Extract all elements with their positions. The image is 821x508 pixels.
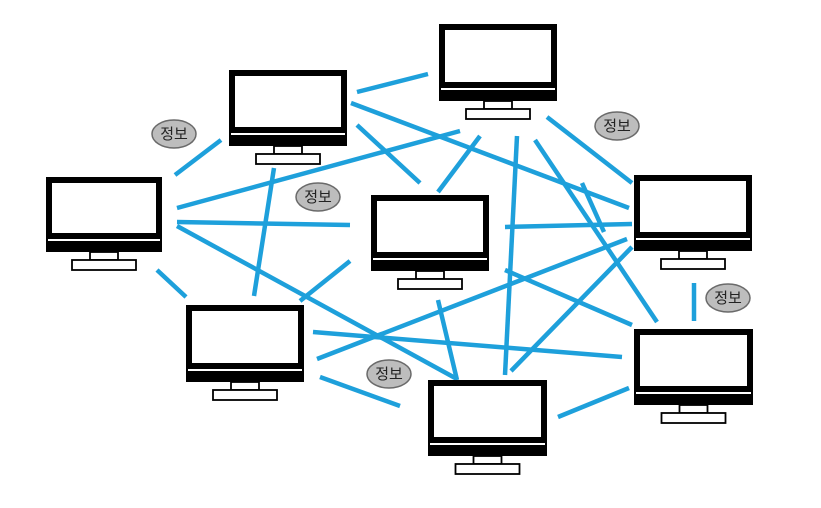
network-link (316, 236, 628, 362)
monitor-neck (89, 251, 119, 261)
info-bubble-label: 정보 (603, 117, 631, 135)
computer-monitor-2 (439, 24, 557, 120)
monitor-base (660, 412, 727, 424)
network-link (155, 268, 188, 299)
computer-monitor-3 (46, 177, 162, 271)
monitor-screen (377, 201, 483, 252)
monitor-bezel-line (373, 258, 487, 260)
network-link (173, 138, 223, 177)
monitor-bezel-line (636, 238, 750, 240)
monitor-base (212, 389, 278, 401)
monitor-screen (445, 30, 551, 82)
info-bubble-5: 정보 (366, 359, 412, 389)
monitor-screen (434, 386, 541, 437)
network-link (175, 224, 459, 381)
info-bubble-2: 정보 (594, 111, 640, 141)
network-link (435, 299, 460, 381)
monitor-neck (678, 404, 709, 414)
network-link (319, 374, 401, 409)
network-link (251, 167, 277, 297)
monitor-bezel-line (231, 133, 345, 135)
network-link (298, 259, 352, 303)
monitor-base (454, 463, 521, 475)
monitor-bezel-line (636, 392, 751, 394)
info-bubble-4: 정보 (705, 283, 751, 313)
network-link (436, 134, 482, 194)
monitor-base (71, 259, 137, 271)
monitor-screen (640, 335, 747, 386)
computer-monitor-6 (186, 305, 304, 401)
network-link (579, 182, 607, 233)
info-bubble-label: 정보 (714, 289, 742, 307)
network-link (312, 329, 623, 360)
monitor-screen (52, 183, 156, 233)
monitor-base (465, 108, 531, 120)
network-link (350, 100, 630, 211)
computer-monitor-4 (371, 195, 489, 290)
network-link (502, 135, 520, 376)
monitor-base (660, 258, 726, 270)
monitor-screen (640, 181, 746, 232)
monitor-neck (415, 270, 445, 280)
info-bubble-label: 정보 (375, 365, 403, 383)
monitor-bezel-line (441, 88, 555, 90)
monitor-bezel-line (430, 443, 545, 445)
network-links (155, 71, 697, 420)
monitor-screen (192, 311, 298, 363)
monitor-neck (273, 145, 303, 155)
monitor-screen (235, 76, 341, 127)
info-bubbles: 정보 정보 정보 정보 정보 (151, 111, 751, 389)
computer-monitor-1 (229, 70, 347, 165)
computer-monitor-5 (634, 175, 752, 270)
info-bubble-1: 정보 (151, 119, 197, 149)
computer-nodes (46, 24, 753, 475)
monitor-base (397, 278, 463, 290)
network-link (557, 385, 630, 420)
network-link (504, 221, 633, 230)
network-link (533, 138, 659, 324)
network-link (545, 115, 634, 185)
monitor-base (255, 153, 321, 165)
monitor-neck (678, 250, 708, 260)
network-link (176, 128, 461, 211)
monitor-neck (483, 100, 513, 110)
network-link (509, 245, 634, 373)
network-link (356, 71, 429, 95)
info-bubble-label: 정보 (304, 188, 332, 206)
monitor-bezel-line (188, 369, 302, 371)
computer-monitor-8 (428, 380, 547, 475)
info-bubble-label: 정보 (160, 125, 188, 143)
computer-monitor-7 (634, 329, 753, 424)
monitor-neck (230, 381, 260, 391)
info-bubble-3: 정보 (295, 182, 341, 212)
monitor-neck (472, 455, 503, 465)
network-link (355, 123, 422, 185)
monitor-bezel-line (48, 239, 160, 241)
